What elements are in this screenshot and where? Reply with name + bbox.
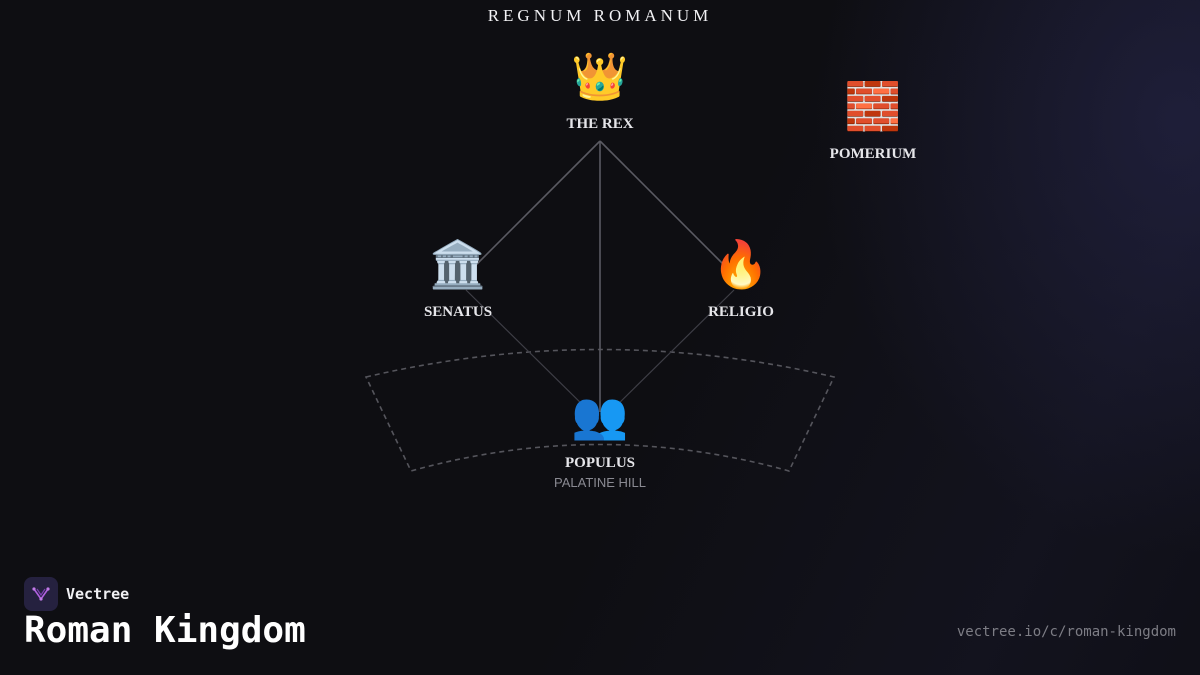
edge-senatus-populus: [465, 289, 591, 413]
vectree-logo-glyph: [32, 587, 50, 601]
node-populus-label: POPULUS: [564, 455, 635, 471]
node-senatus-label: SENATUS: [423, 304, 493, 320]
node-religio-label: RELIGIO: [708, 304, 774, 320]
edge-religio-populus: [609, 289, 735, 413]
node-pomerium-label: POMERIUM: [829, 146, 917, 162]
brand[interactable]: Vectree: [24, 577, 129, 611]
node-populus[interactable]: 👥 POPULUS PALATINE HILL: [554, 389, 646, 490]
node-senatus[interactable]: 🏛️ SENATUS: [424, 238, 492, 321]
diagram-title: REGNUM ROMANUM: [487, 6, 713, 25]
edge-rex-senatus: [474, 140, 601, 267]
brick-wall-icon: 🧱: [844, 79, 902, 133]
page-url[interactable]: vectree.io/c/roman-kingdom: [956, 624, 1176, 640]
vectree-logo-icon: [24, 577, 58, 611]
edge-rex-religio: [599, 140, 728, 269]
node-rex-label: THE REX: [566, 116, 634, 132]
brand-name: Vectree: [66, 585, 130, 603]
palatine-hill-region: [364, 348, 836, 472]
node-populus-sublabel: PALATINE HILL: [554, 475, 646, 490]
people-icon: 👥: [571, 388, 629, 442]
node-pomerium[interactable]: 🧱 POMERIUM: [830, 80, 917, 163]
classical-building-icon: 🏛️: [429, 237, 487, 291]
node-rex[interactable]: 👑 THE REX: [566, 50, 633, 133]
crown-icon: 👑: [571, 49, 629, 103]
node-religio[interactable]: 🔥 RELIGIO: [708, 238, 774, 321]
fire-icon: 🔥: [712, 237, 770, 291]
page-title: Roman Kingdom: [24, 610, 306, 651]
